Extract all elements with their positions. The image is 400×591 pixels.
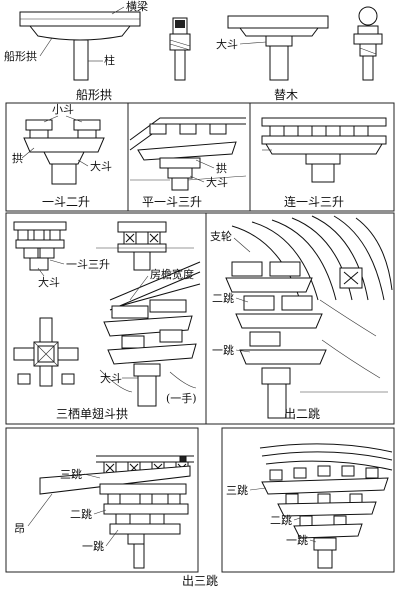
label-ertiao: 二跳: [212, 291, 234, 305]
caption-lian-yidou-sansheng: 连一斗三升: [284, 194, 344, 209]
label-ping-gong: 拱: [216, 161, 227, 175]
label-left-ertiao: 二跳: [70, 507, 92, 521]
caption-sanqi: 三栖单翅斗拱: [56, 406, 128, 421]
caption-yidou-ersheng: 一斗二升: [42, 195, 90, 209]
label-sanqi-yidou-sansheng: 一斗三升: [66, 258, 110, 271]
panel-ping-yidou-sansheng: 拱 大斗 平一斗三升: [129, 117, 247, 209]
label-beam: 横梁: [126, 0, 148, 13]
timu-drawing: [239, 27, 319, 37]
caption-timu: 替木: [274, 88, 298, 102]
label-right-ertiao: 二跳: [270, 513, 292, 527]
label-left-santiao: 三跳: [60, 467, 82, 481]
panel-lian-yidou-sansheng: 连一斗三升: [261, 117, 387, 209]
caption-chu-santiao: 出三跳: [182, 574, 218, 588]
label-column: 柱: [104, 53, 115, 67]
label-small-dou: 小斗: [52, 103, 74, 116]
label-right-santiao: 三跳: [226, 483, 248, 497]
big-dou-drawing: [265, 35, 293, 47]
panel-chu-santiao-left: 三跳 昂 二跳 一跳: [14, 455, 194, 569]
row3-frame: [5, 212, 395, 425]
label-timu-big-dou: 大斗: [216, 37, 238, 51]
label-big-dou: 大斗: [90, 159, 112, 173]
label-gong: 拱: [12, 151, 23, 165]
caption-chu-ertiao: 出二跳: [284, 407, 320, 421]
label-right-yitiao: 一跳: [286, 533, 308, 547]
label-sanqi-big-dou: 大斗: [38, 275, 60, 289]
row4-left-frame: [5, 427, 199, 573]
panel-boat-bracket: 横梁 船形拱 柱 船形拱: [4, 0, 191, 102]
label-one-hand: (一手): [166, 391, 197, 405]
row4-right-frame: [221, 427, 395, 573]
boat-bracket-drawing: [28, 25, 132, 41]
row2-frame: [5, 102, 395, 212]
panel-yidou-ersheng: 小斗 拱 大斗 一斗二升: [12, 103, 112, 209]
caption-ping-yidou-sansheng: 平一斗三升: [142, 195, 202, 209]
label-boat-bracket: 船形拱: [4, 49, 37, 63]
label-yitiao: 一跳: [212, 343, 234, 357]
label-eave-width: 房檐宽度: [150, 267, 194, 281]
panel-chu-santiao-right: 三跳 二跳 一跳: [226, 443, 393, 569]
label-ping-big-dou: 大斗: [206, 175, 228, 189]
panel-timu: 大斗 替木: [216, 6, 383, 102]
tie-beam-drawing: [227, 15, 329, 29]
label-zhilun: 支轮: [210, 229, 232, 243]
panel-chu-ertiao: 支轮 二跳 一跳 出二跳: [210, 215, 393, 421]
label-left-ang: 昂: [14, 522, 25, 535]
label-sanqi-big-dou-2: 大斗: [100, 371, 122, 385]
panel-sanqi: 一斗三升 大斗 房檐宽度 大斗 (一手) 三栖单翅斗拱: [13, 221, 201, 421]
column-drawing: [73, 39, 89, 81]
label-left-yitiao: 一跳: [82, 539, 104, 553]
caption-boat-bracket: 船形拱: [76, 88, 112, 102]
